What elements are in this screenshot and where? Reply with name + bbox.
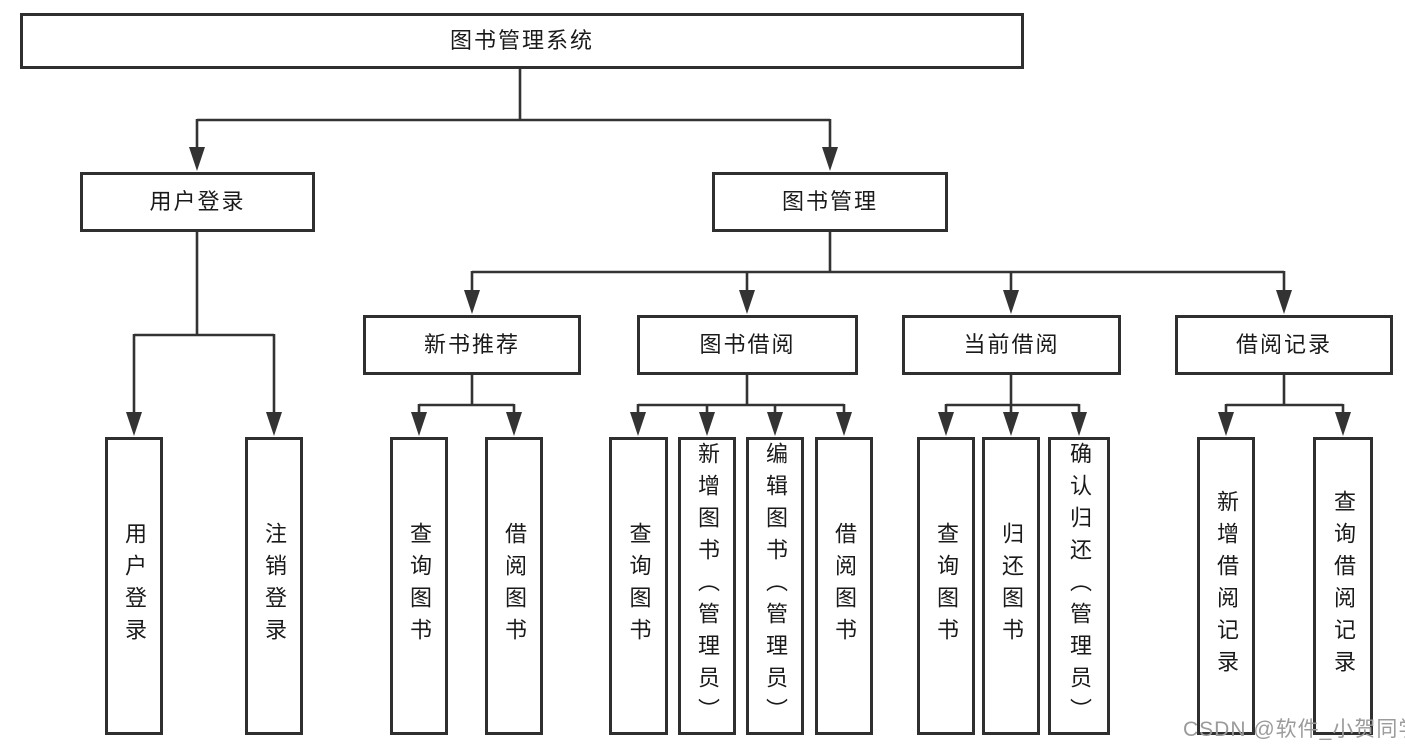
leaf-recommend-borrow-books: 借阅图书 xyxy=(485,437,543,735)
connector-book-borrow xyxy=(630,375,852,436)
leaf-borrow-query-books: 查询图书 xyxy=(609,437,668,735)
leaf-borrow-edit-books-admin: 编辑图书（管理员） xyxy=(746,437,804,735)
node-book-management: 图书管理 xyxy=(712,172,948,232)
connector-book-management xyxy=(464,232,1292,314)
connector-new-book-recommend xyxy=(411,375,522,436)
node-user-login: 用户登录 xyxy=(80,172,315,232)
connector-user-login xyxy=(126,232,282,436)
leaf-borrow-borrow-books: 借阅图书 xyxy=(815,437,873,735)
node-new-book-recommend: 新书推荐 xyxy=(363,315,581,375)
node-current-borrow: 当前借阅 xyxy=(902,315,1121,375)
connector-current-borrow xyxy=(938,375,1087,436)
leaf-logout: 注销登录 xyxy=(245,437,303,735)
connector-borrow-records xyxy=(1218,375,1351,436)
node-borrow-records: 借阅记录 xyxy=(1175,315,1393,375)
leaf-current-confirm-return-admin: 确认归还（管理员） xyxy=(1048,437,1110,735)
leaf-records-add-record: 新增借阅记录 xyxy=(1197,437,1255,735)
leaf-user-login: 用户登录 xyxy=(105,437,163,735)
node-root: 图书管理系统 xyxy=(20,13,1024,69)
node-book-borrow: 图书借阅 xyxy=(637,315,858,375)
connector-root xyxy=(189,69,838,171)
leaf-recommend-query-books: 查询图书 xyxy=(390,437,448,735)
leaf-records-query-record: 查询借阅记录 xyxy=(1313,437,1373,735)
leaf-current-query-books: 查询图书 xyxy=(917,437,975,735)
leaf-current-return-books: 归还图书 xyxy=(982,437,1040,735)
leaf-borrow-add-books-admin: 新增图书（管理员） xyxy=(678,437,736,735)
csdn-watermark: CSDN @软件_小贺同学 xyxy=(1183,718,1405,741)
